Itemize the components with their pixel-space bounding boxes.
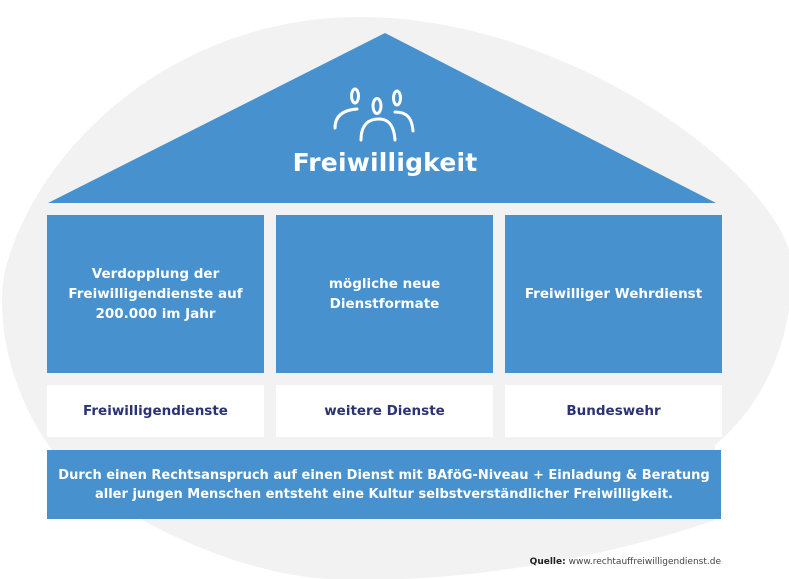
- pillar-label-text: weitere Dienste: [324, 403, 445, 419]
- source-url: www.rechtauffreiwilligendienst.de: [568, 557, 721, 567]
- foundation-text: Durch einen Rechtsanspruch auf einen Die…: [58, 467, 710, 502]
- roof-title: Freiwilligkeit: [292, 148, 478, 177]
- people-group-icon: [333, 87, 415, 142]
- pillar-freiwilligendienste: Verdopplung der Freiwilligendienste auf …: [47, 215, 264, 373]
- pillar-label-text: Freiwilligendienste: [83, 403, 228, 419]
- pillar-label: Freiwilligendienste: [47, 385, 264, 437]
- source-credit: Quelle: www.rechtauffreiwilligendienst.d…: [530, 557, 721, 567]
- pillar-text: Verdopplung der Freiwilligendienste auf …: [68, 266, 243, 322]
- pillar-label: weitere Dienste: [276, 385, 493, 437]
- foundation: Durch einen Rechtsanspruch auf einen Die…: [47, 450, 721, 519]
- pillar-label: Bundeswehr: [505, 385, 722, 437]
- pillar-text: mögliche neue Dienstformate: [328, 276, 441, 312]
- pillar-weitere-dienste: mögliche neue Dienstformate: [276, 215, 493, 373]
- pillar-bundeswehr: Freiwilliger Wehrdienst: [505, 215, 722, 373]
- pillar-text: Freiwilliger Wehrdienst: [524, 286, 703, 302]
- pillar-label-text: Bundeswehr: [566, 403, 661, 419]
- source-label: Quelle:: [529, 557, 566, 567]
